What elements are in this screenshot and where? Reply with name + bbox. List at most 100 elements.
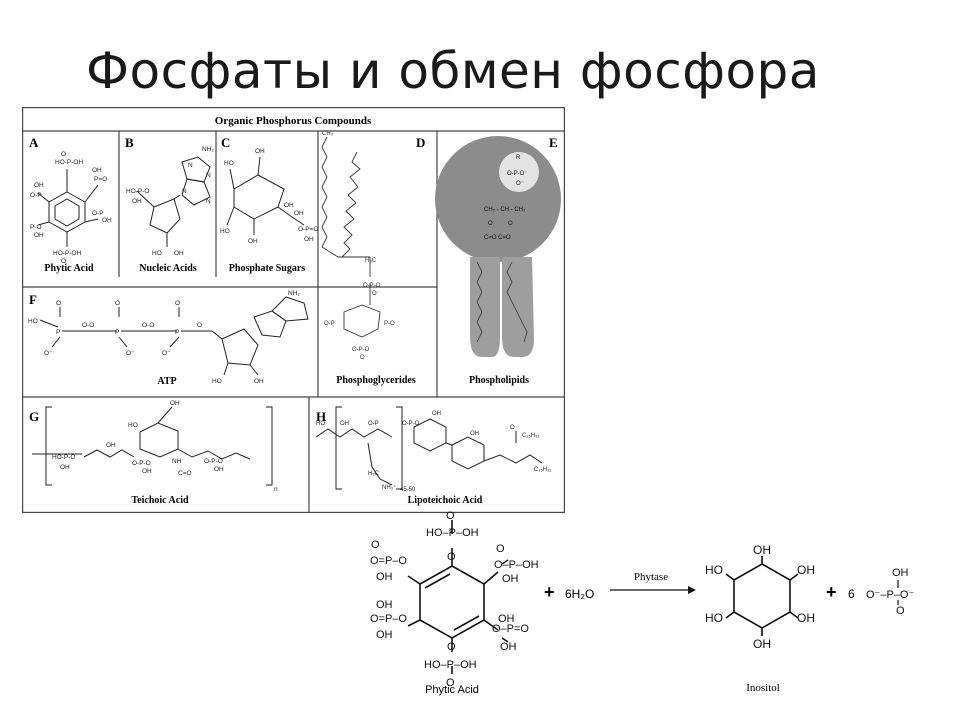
svg-text:CH₂ - CH - CH₂: CH₂ - CH - CH₂: [484, 207, 526, 213]
phospholipid-illustration: [435, 136, 561, 357]
svg-text:O: O: [175, 300, 180, 307]
svg-text:OH: OH: [376, 629, 393, 641]
panel-letter-h: H: [316, 409, 326, 424]
svg-text:NH₃⁺: NH₃⁺: [382, 484, 396, 491]
svg-text:HO-P-OH: HO-P-OH: [53, 250, 81, 257]
svg-text:O: O: [446, 677, 455, 689]
svg-text:HO: HO: [316, 421, 325, 427]
svg-text:OH: OH: [753, 637, 771, 651]
svg-text:O: O: [446, 510, 455, 522]
svg-text:OH: OH: [500, 641, 517, 653]
svg-text:HO: HO: [220, 228, 230, 235]
svg-text:OH: OH: [214, 466, 224, 473]
phosphoglyceride-structure: [321, 136, 381, 338]
svg-text:O–P–OH: O–P–OH: [494, 559, 539, 571]
svg-text:HO-P-O: HO-P-O: [52, 454, 75, 461]
svg-text:O-O: O-O: [82, 322, 94, 329]
panel-letter-a: A: [29, 135, 39, 150]
panel-letter-f: F: [29, 292, 37, 307]
slide-title: Фосфаты и обмен фосфора: [86, 42, 820, 100]
plus-sign-1: +: [544, 582, 555, 602]
svg-text:P: P: [175, 329, 179, 336]
caption-atp: ATP: [157, 376, 176, 387]
svg-text:OH: OH: [34, 232, 44, 239]
svg-text:O-P-O: O-P-O: [204, 458, 223, 465]
lipoteichoic-acid-structure: [315, 406, 543, 490]
svg-text:HO-P-O: HO-P-O: [126, 188, 149, 195]
svg-text:OH: OH: [60, 464, 70, 471]
svg-text:H₂C: H₂C: [368, 471, 380, 477]
water-label: 6H₂O: [565, 587, 594, 601]
caption-phosphate-sugars: Phosphate Sugars: [229, 263, 306, 274]
phosphate-ion: OH O⁻–P–O⁻ O: [866, 567, 914, 617]
svg-text:O: O: [510, 425, 515, 431]
panel-letter-b: B: [125, 135, 134, 150]
svg-text:OH: OH: [255, 148, 265, 155]
svg-text:C₁₅H₃₁: C₁₅H₃₁: [534, 467, 552, 473]
svg-text:O-P: O-P: [324, 321, 335, 327]
svg-text:O⁻: O⁻: [44, 350, 53, 357]
svg-text:CH₃: CH₃: [322, 131, 334, 137]
svg-text:O=P–O: O=P–O: [370, 613, 407, 625]
svg-text:OH: OH: [502, 573, 519, 585]
svg-text:O: O: [896, 605, 905, 617]
svg-text:OH: OH: [892, 567, 909, 579]
panel-letter-c: C: [221, 135, 230, 150]
svg-text:O: O: [197, 322, 202, 329]
organic-phosphorus-figure: Organic Phosphorus Compounds A B C D E F…: [22, 107, 565, 513]
svg-text:HO–P–OH: HO–P–OH: [424, 659, 477, 671]
svg-text:O⁻: O⁻: [126, 350, 135, 357]
svg-text:P-O: P-O: [30, 224, 42, 231]
svg-text:OH: OH: [797, 611, 815, 625]
panel-letter-g: G: [29, 409, 39, 424]
svg-text:HO–P–OH: HO–P–OH: [426, 527, 479, 539]
svg-text:O-P=O: O-P=O: [298, 226, 318, 233]
caption-phospholipids: Phospholipids: [469, 375, 529, 386]
svg-text:OH: OH: [753, 543, 771, 557]
svg-text:C=O C=O: C=O C=O: [484, 235, 511, 241]
svg-text:O: O: [508, 221, 513, 227]
svg-text:HO: HO: [212, 378, 222, 385]
svg-text:O-O: O-O: [142, 322, 154, 329]
enzyme-label: Phytase: [634, 571, 668, 583]
atom-r: R: [516, 155, 521, 161]
svg-text:HO: HO: [128, 422, 138, 429]
svg-text:HO: HO: [28, 318, 38, 325]
figure-header: Organic Phosphorus Compounds: [215, 115, 372, 127]
organic-phosphorus-svg: Organic Phosphorus Compounds A B C D E F…: [22, 107, 565, 513]
svg-text:C₁₅H₃₁: C₁₅H₃₁: [522, 433, 540, 439]
svg-text:OH: OH: [432, 411, 441, 417]
svg-text:HO: HO: [705, 563, 723, 577]
svg-text:H₃C: H₃C: [365, 258, 377, 264]
svg-text:O: O: [371, 539, 380, 551]
svg-text:OH: OH: [304, 236, 314, 243]
svg-text:OH: OH: [106, 442, 116, 449]
svg-text:OH: OH: [376, 599, 393, 611]
caption-phosphoglycerides: Phosphoglycerides: [336, 375, 416, 386]
svg-text:OH: OH: [248, 238, 258, 245]
svg-text:OH: OH: [340, 421, 349, 427]
svg-text:O: O: [61, 258, 66, 265]
phytic-acid-ring: [407, 520, 509, 674]
svg-text:N: N: [206, 198, 211, 205]
svg-text:N: N: [182, 188, 187, 195]
svg-text:O⁻–P–O⁻: O⁻–P–O⁻: [866, 589, 914, 601]
svg-text:O-P-O: O-P-O: [132, 460, 151, 467]
svg-text:O: O: [56, 300, 61, 307]
svg-text:HO: HO: [224, 160, 234, 167]
caption-phytic-acid: Phytic Acid: [44, 263, 94, 274]
caption-lipoteichoic-acid: Lipoteichoic Acid: [408, 495, 483, 506]
panel-letter-d: D: [416, 135, 425, 150]
atom-nh2-f: NH₂: [288, 290, 300, 297]
svg-text:OH: OH: [34, 182, 44, 189]
teichoic-acid-structure: [32, 406, 273, 486]
plus-sign-2: +: [826, 582, 837, 602]
svg-text:O⁻: O⁻: [360, 355, 368, 361]
svg-text:O⁻: O⁻: [372, 291, 380, 297]
svg-text:O-P: O-P: [92, 210, 104, 217]
svg-text:OH: OH: [174, 250, 184, 257]
svg-text:O: O: [115, 300, 120, 307]
svg-text:O-P-O: O-P-O: [352, 347, 370, 353]
svg-text:O: O: [488, 221, 493, 227]
